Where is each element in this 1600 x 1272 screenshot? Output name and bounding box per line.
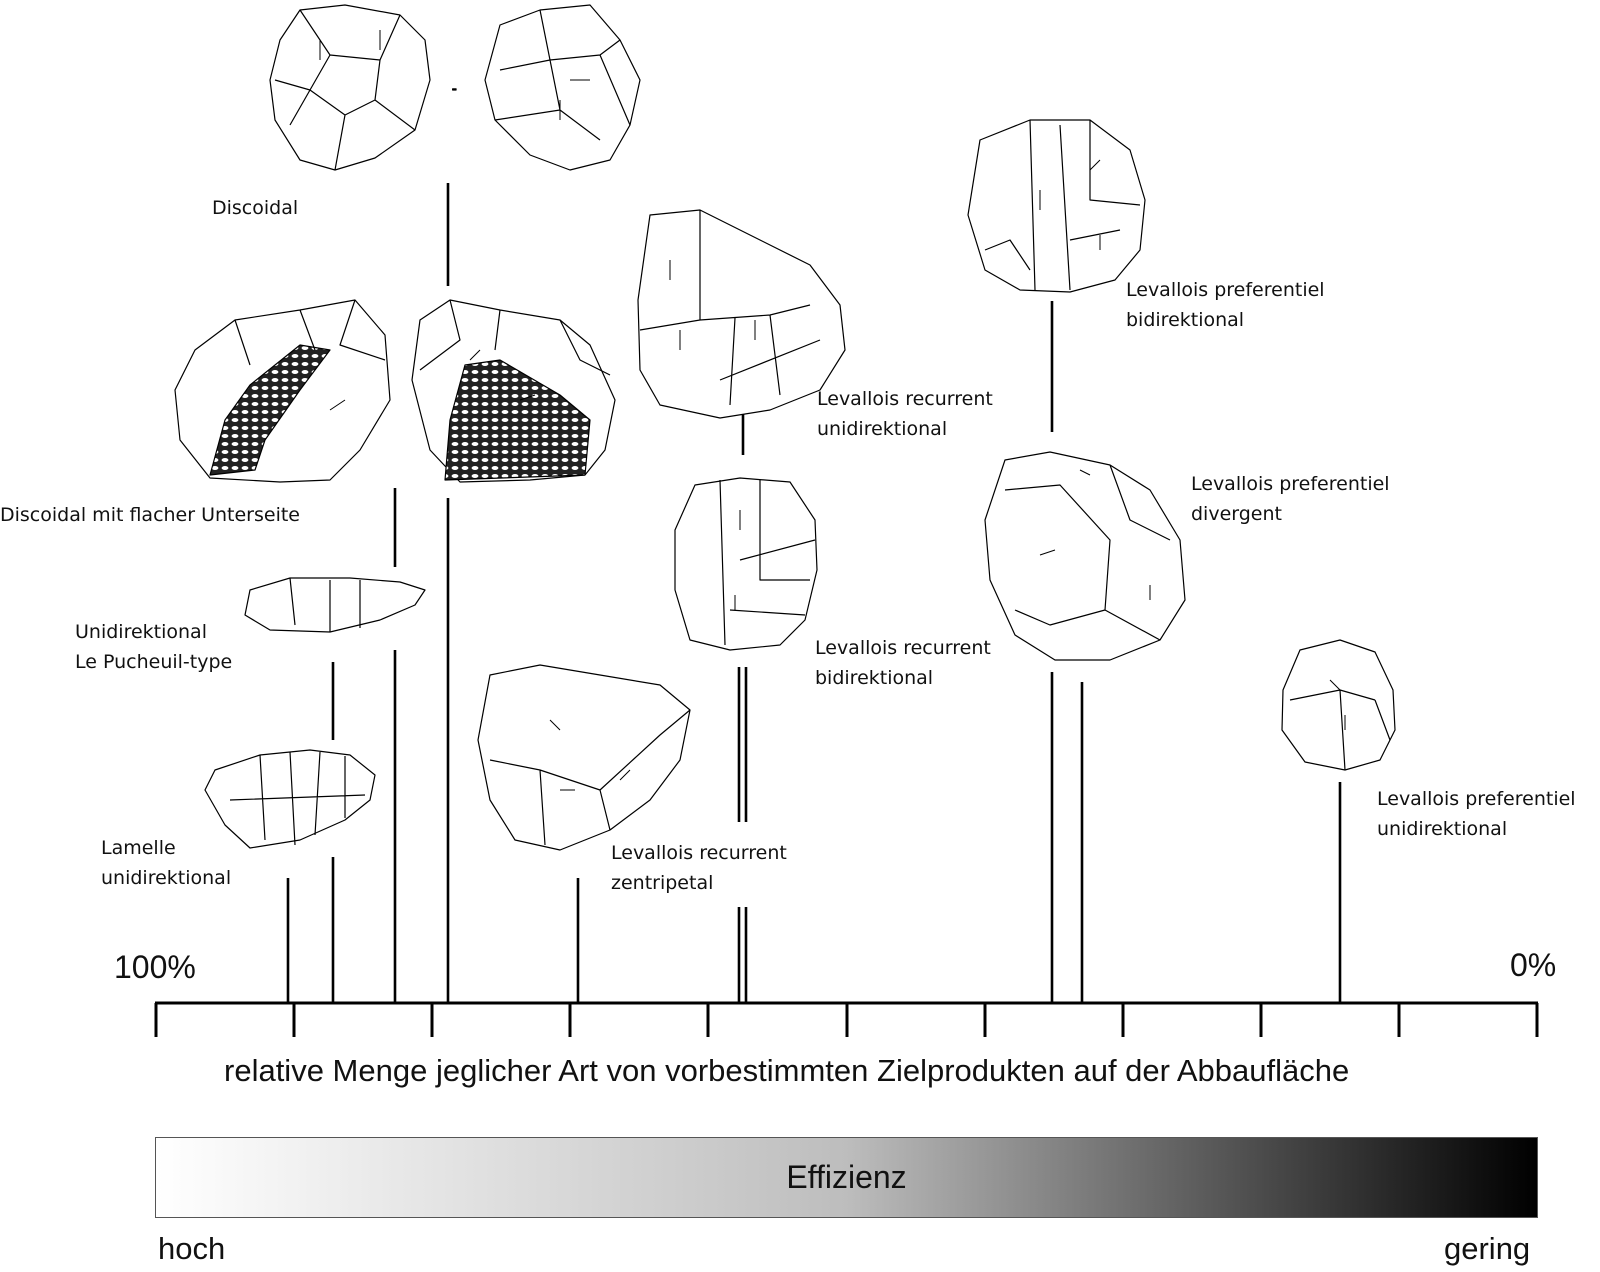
label-lev-rec-unidirektional: Levallois recurrent unidirektional bbox=[817, 384, 993, 444]
label-line: Discoidal bbox=[212, 197, 299, 219]
gradient-left-label: hoch bbox=[158, 1231, 226, 1266]
discoidal-core-left-drawing bbox=[269, 4, 431, 171]
gradient-right-label: gering bbox=[1444, 1231, 1531, 1266]
label-line: divergent bbox=[1191, 503, 1282, 525]
discoidal-flat-core-right-drawing bbox=[411, 299, 616, 483]
label-line: Discoidal mit flacher Unterseite bbox=[0, 504, 301, 526]
scale-axis bbox=[154, 1001, 1539, 1037]
efficiency-gradient-bar: Effizienz bbox=[155, 1137, 1538, 1218]
label-line: bidirektional bbox=[1126, 309, 1245, 331]
axis-right-label: 0% bbox=[1510, 947, 1557, 983]
lev-pref-bidirektional-core-drawing bbox=[967, 119, 1146, 293]
label-line: Levallois recurrent bbox=[611, 842, 787, 864]
position-markers bbox=[286, 183, 1342, 1003]
label-line: Unidirektional bbox=[75, 621, 207, 643]
label-line: Levallois preferentiel bbox=[1191, 473, 1390, 495]
label-line: Le Pucheuil-type bbox=[75, 651, 233, 673]
pucheuil-core-drawing bbox=[244, 577, 426, 633]
efficiency-label: Effizienz bbox=[786, 1159, 907, 1195]
lev-pref-unidirektional-core-drawing bbox=[1281, 639, 1396, 771]
label-line: zentripetal bbox=[611, 872, 714, 894]
label-discoidal: Discoidal bbox=[212, 193, 298, 223]
label-line: Levallois preferentiel bbox=[1126, 279, 1325, 301]
label-lev-rec-bidirektional: Levallois recurrent bidirektional bbox=[815, 633, 991, 693]
label-line: Levallois preferentiel bbox=[1377, 788, 1576, 810]
label-discoidal-flat: Discoidal mit flacher Unterseite bbox=[0, 500, 300, 530]
lamelle-core-drawing bbox=[204, 749, 376, 849]
label-lev-pref-divergent: Levallois preferentiel divergent bbox=[1191, 469, 1390, 529]
label-pucheuil: Unidirektional Le Pucheuil-type bbox=[75, 617, 232, 677]
axis-title: relative Menge jeglicher Art von vorbest… bbox=[224, 1053, 1350, 1088]
label-lev-rec-zentripetal: Levallois recurrent zentripetal bbox=[611, 838, 787, 898]
flake-arrow-icons bbox=[319, 30, 1346, 791]
label-line: unidirektional bbox=[1377, 818, 1508, 840]
axis-left-label: 100% bbox=[114, 949, 196, 985]
discoidal-flat-core-left-drawing bbox=[174, 299, 391, 483]
label-lev-pref-bidirektional: Levallois preferentiel bidirektional bbox=[1126, 275, 1325, 335]
label-line: Levallois recurrent bbox=[815, 637, 991, 659]
lev-pref-divergent-core-drawing bbox=[984, 451, 1186, 661]
label-line: unidirektional bbox=[817, 418, 948, 440]
lev-rec-bidirektional-core-drawing bbox=[674, 477, 818, 651]
label-line: Levallois recurrent bbox=[817, 388, 993, 410]
label-lamelle: Lamelle unidirektional bbox=[101, 833, 231, 893]
label-line: unidirektional bbox=[101, 867, 232, 889]
label-line: bidirektional bbox=[815, 667, 934, 689]
separator-dash: - bbox=[452, 80, 457, 96]
lev-rec-unidirektional-core-drawing bbox=[637, 209, 846, 419]
discoidal-core-right-drawing bbox=[484, 4, 641, 171]
lev-rec-zentripetal-core-drawing bbox=[477, 664, 691, 851]
label-lev-pref-unidirektional: Levallois preferentiel unidirektional bbox=[1377, 784, 1576, 844]
label-line: Lamelle bbox=[101, 837, 176, 859]
